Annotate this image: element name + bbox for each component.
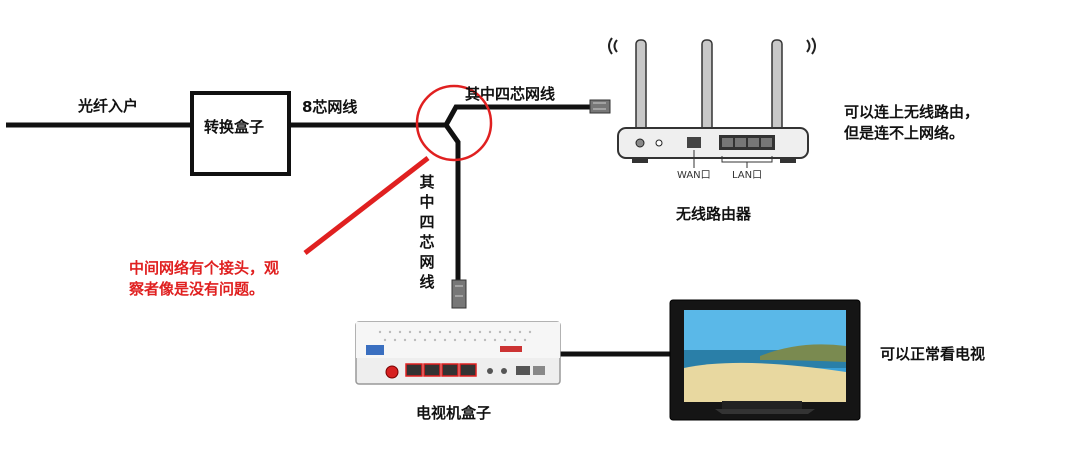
router-plug bbox=[589, 99, 611, 114]
router-name-label: 无线路由器 bbox=[676, 205, 752, 223]
junction-highlight-circle bbox=[415, 84, 493, 162]
tv-box-name-label: 电视机盒子 bbox=[416, 404, 492, 422]
tv-note-label: 可以正常看电视 bbox=[880, 345, 986, 363]
tvbox-plug bbox=[451, 279, 467, 309]
router-note-line2: 但是连不上网络。 bbox=[844, 124, 965, 142]
router-lan-label: LAN口 bbox=[732, 170, 763, 181]
converter-box-label: 转换盒子 bbox=[204, 118, 265, 136]
router-note-line1: 可以连上无线路由， bbox=[844, 103, 980, 121]
router-image bbox=[608, 37, 816, 168]
junction-note-line1: 中间网络有个接头，观 bbox=[129, 259, 280, 277]
junction-pointer-line bbox=[303, 156, 430, 255]
tv-box-image bbox=[355, 321, 561, 385]
converter-box-frame bbox=[190, 91, 291, 176]
junction-note-line2: 察者像是没有问题。 bbox=[129, 280, 265, 298]
fiber-in-label: 光纤入户 bbox=[78, 97, 139, 115]
eight-core-label: 8芯网线 bbox=[302, 98, 358, 116]
four-core-vertical-label: 其中四芯网线 bbox=[419, 173, 435, 291]
tv-image bbox=[669, 299, 861, 421]
four-core-top-label: 其中四芯网线 bbox=[465, 85, 556, 103]
router-wan-label: WAN口 bbox=[677, 170, 711, 181]
split-line-down bbox=[443, 123, 461, 282]
router-note: 可以连上无线路由， 但是连不上网络。 bbox=[844, 102, 979, 144]
split-line-up bbox=[443, 104, 600, 127]
junction-note: 中间网络有个接头，观 察者像是没有问题。 bbox=[129, 258, 279, 300]
